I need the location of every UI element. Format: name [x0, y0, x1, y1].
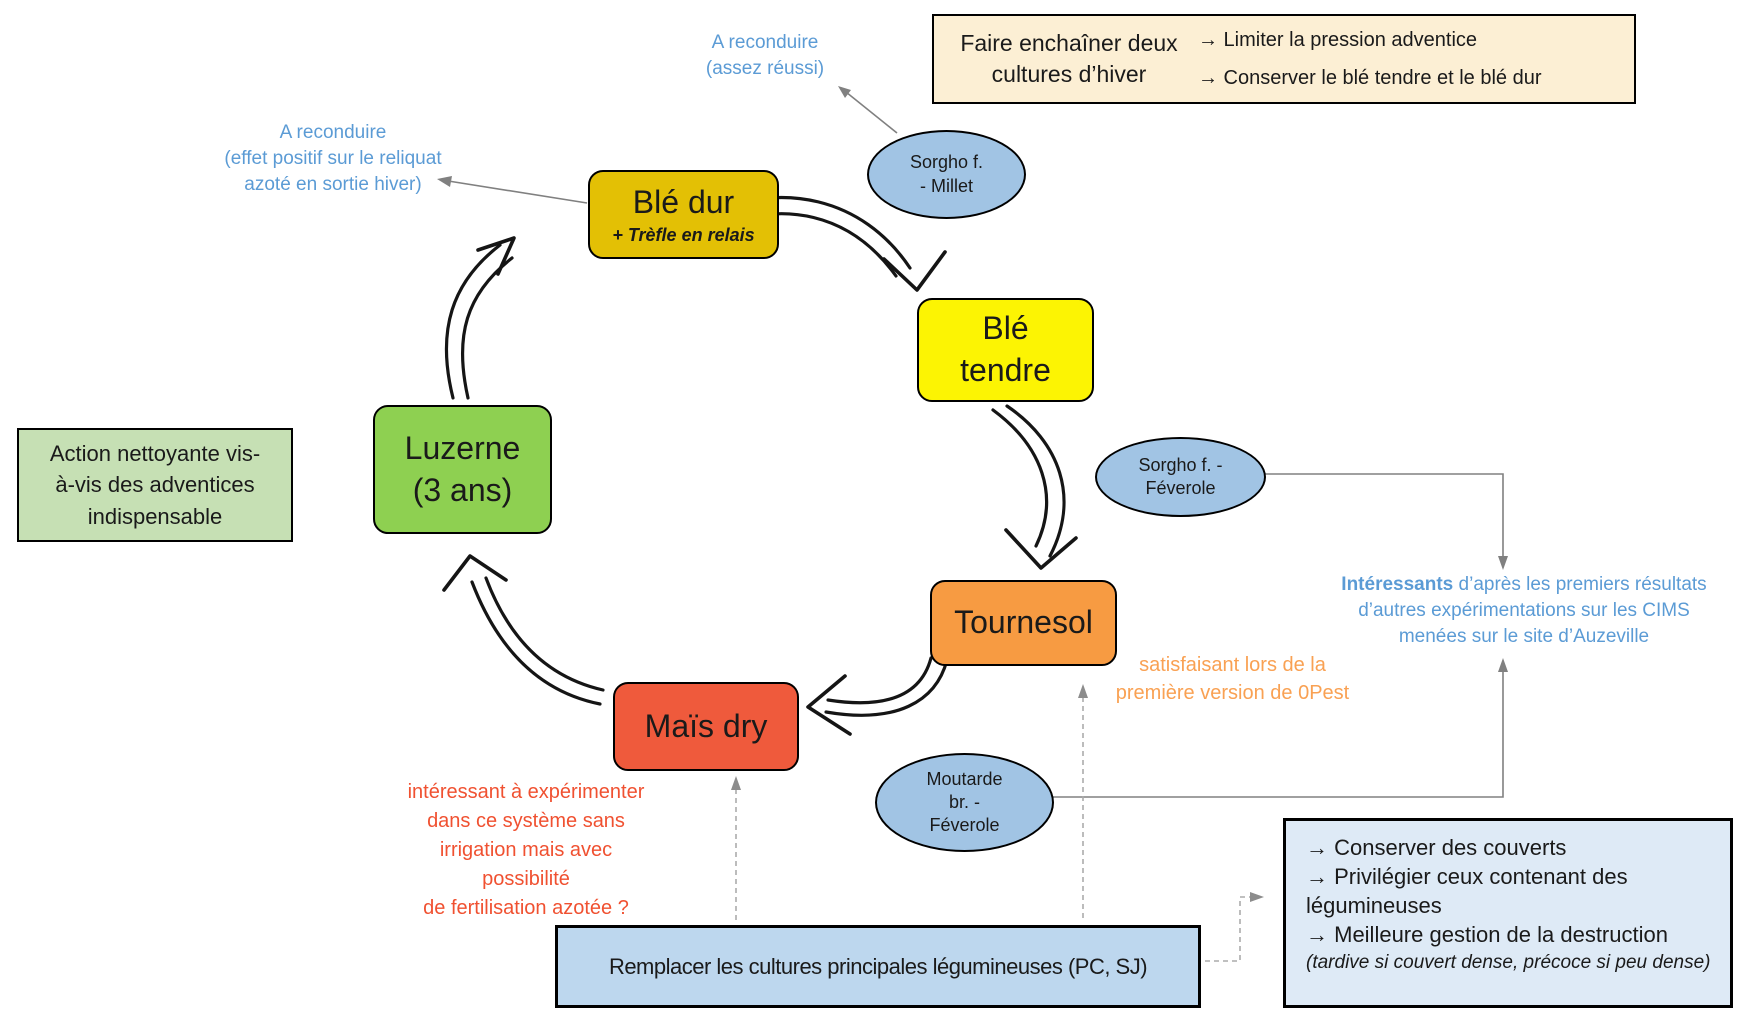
goal-box-title: Faire enchaîner deux cultures d’hiver: [960, 29, 1178, 87]
cover-label-line: Sorgho f.: [909, 152, 984, 173]
note-remplacer-box: Remplacer les cultures principales légum…: [555, 925, 1201, 1008]
cover-ellipse-sorgho-millet: Sorgho f. - Millet: [867, 130, 1026, 219]
crop-label: Luzerne: [404, 429, 521, 466]
note-line: menées sur le site d’Auzeville: [1398, 626, 1650, 648]
note-line: Intéressants d’après les premiers résult…: [1318, 572, 1730, 598]
crop-label: Blé tendre: [960, 310, 1051, 388]
crop-box-luzerne: Luzerne (3 ans): [373, 405, 552, 534]
note-line: azoté en sortie hiver): [244, 174, 422, 196]
note-line: intéressant à expérimenter: [407, 781, 645, 803]
cycle-arrow-mais-dry-to-luzerne: [442, 554, 605, 706]
note-reconduire-trefle: A reconduire (effet positif sur le reliq…: [183, 120, 483, 199]
note-line: A reconduire: [279, 122, 387, 143]
note-line: d’autres expérimentations sur les CIMS: [1358, 600, 1690, 622]
dashed-arrow-replace-to-covers-box: [1196, 892, 1264, 962]
crop-box-tournesol: Tournesol: [930, 580, 1117, 666]
crop-label: Tournesol: [954, 604, 1093, 641]
note-footnote: (tardive si couvert dense, précoce si pe…: [1306, 952, 1711, 974]
crop-box-mais-dry: Maïs dry: [613, 682, 799, 771]
cover-ellipse-moutarde-feverole: Moutarde br. - Féverole: [875, 753, 1054, 852]
arrow-sorgho-feverole-to-interessants: [1262, 473, 1508, 570]
note-line: → Conserver des couverts: [1306, 835, 1567, 860]
crop-label: Maïs dry: [644, 707, 768, 744]
note-line: irrigation mais avec possibilité: [439, 839, 613, 890]
goal-box-item: → Conserver le blé tendre et le blé dur: [1198, 66, 1542, 89]
cover-label-line: Sorgho f. -: [1138, 454, 1223, 475]
note-line: A reconduire: [711, 32, 819, 53]
crop-box-ble-tendre: Blé tendre: [917, 298, 1094, 402]
cycle-arrow-ble-tendre-to-tournesol: [991, 404, 1078, 570]
note-mais-experimenter: intéressant à expérimenter dans ce systè…: [395, 778, 657, 923]
note-line: satisfaisant lors de la: [1139, 654, 1326, 676]
goal-box-items: → Limiter la pression adventice → Conser…: [1190, 29, 1634, 90]
cover-label-line: br. -: [948, 791, 980, 812]
note-line: indispensable: [87, 503, 223, 529]
note-reconduire-millet: A reconduire (assez réussi): [640, 30, 890, 82]
crop-sublabel: + Trèfle en relais: [612, 225, 755, 246]
cover-label-line: Féverole: [929, 815, 1000, 836]
dashed-arrow-replace-to-mais-dry: [731, 776, 741, 920]
note-interessants: Intéressants d’après les premiers résult…: [1318, 572, 1730, 651]
cover-label-line: - Millet: [920, 175, 973, 196]
note-action-nettoyante: Action nettoyante vis- à-vis des adventi…: [17, 428, 293, 542]
note-line: première version de 0Pest: [1115, 682, 1350, 704]
cycle-arrow-luzerne-to-ble-dur: [444, 236, 516, 400]
crop-sublabel: (3 ans): [412, 471, 513, 508]
goal-box: Faire enchaîner deux cultures d’hiver → …: [932, 14, 1636, 104]
note-bold: Intéressants: [1341, 574, 1454, 595]
cover-label-line: Moutarde: [926, 768, 1003, 789]
note-line: (effet positif sur le reliquat: [224, 148, 442, 170]
crop-label: Blé dur: [632, 183, 735, 220]
note-line: → Privilégier ceux contenant des légumin…: [1306, 864, 1628, 919]
note-rest: d’après les premiers résultats: [1453, 574, 1707, 595]
note-line: → Meilleure gestion de la destruction: [1306, 922, 1668, 948]
note-line: à-vis des adventices: [55, 472, 255, 498]
cover-ellipse-sorgho-feverole: Sorgho f. - Féverole: [1095, 437, 1266, 517]
note-line: Remplacer les cultures principales légum…: [608, 953, 1148, 979]
arrow-millet-to-note: [838, 86, 898, 134]
note-line: dans ce système sans: [427, 810, 625, 832]
note-couverts-box: → Conserver des couverts → Privilégier c…: [1283, 818, 1733, 1008]
note-satisfaisant: satisfaisant lors de la première version…: [1110, 651, 1355, 707]
cycle-arrow-tournesol-to-mais-dry: [806, 656, 949, 736]
cover-label-line: Féverole: [1145, 478, 1216, 498]
goal-box-item: → Limiter la pression adventice: [1198, 28, 1478, 51]
note-line: de fertilisation azotée ?: [423, 897, 629, 919]
dashed-arrow-replace-to-tournesol: [1078, 684, 1088, 918]
note-line: Action nettoyante vis-: [49, 441, 261, 467]
note-line: (assez réussi): [705, 58, 825, 80]
crop-box-ble-dur: Blé dur + Trèfle en relais: [588, 170, 779, 259]
